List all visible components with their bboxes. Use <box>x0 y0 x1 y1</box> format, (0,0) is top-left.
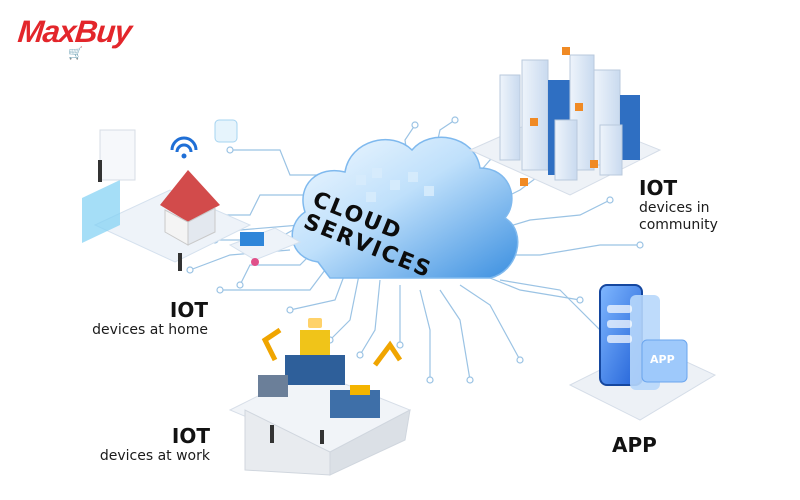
brand-logo: MaxBuy <box>16 14 133 49</box>
city-scene-illustration <box>468 47 662 196</box>
home-scene-illustration <box>82 119 302 271</box>
app-scene-illustration <box>568 284 717 421</box>
shopping-cart-icon: 🛒 <box>68 46 83 60</box>
phone-app-badge: APP <box>650 353 675 366</box>
cloud-shape <box>291 136 519 279</box>
community-node-title: IOT <box>639 176 678 200</box>
community-node-subtitle-line1: devices in <box>639 200 710 216</box>
app-node-label: APP <box>612 433 657 457</box>
work-node-label: IOT devices at work <box>60 424 210 465</box>
home-node-label: IOT devices at home <box>60 298 208 339</box>
work-node-title: IOT <box>171 424 210 448</box>
home-node-subtitle: devices at home <box>92 322 208 338</box>
work-scene-illustration <box>228 318 412 476</box>
work-node-subtitle: devices at work <box>99 448 210 464</box>
community-node-subtitle-line2: community <box>639 217 718 233</box>
community-node-label: IOT devices in community <box>639 176 769 234</box>
home-node-title: IOT <box>169 298 208 322</box>
